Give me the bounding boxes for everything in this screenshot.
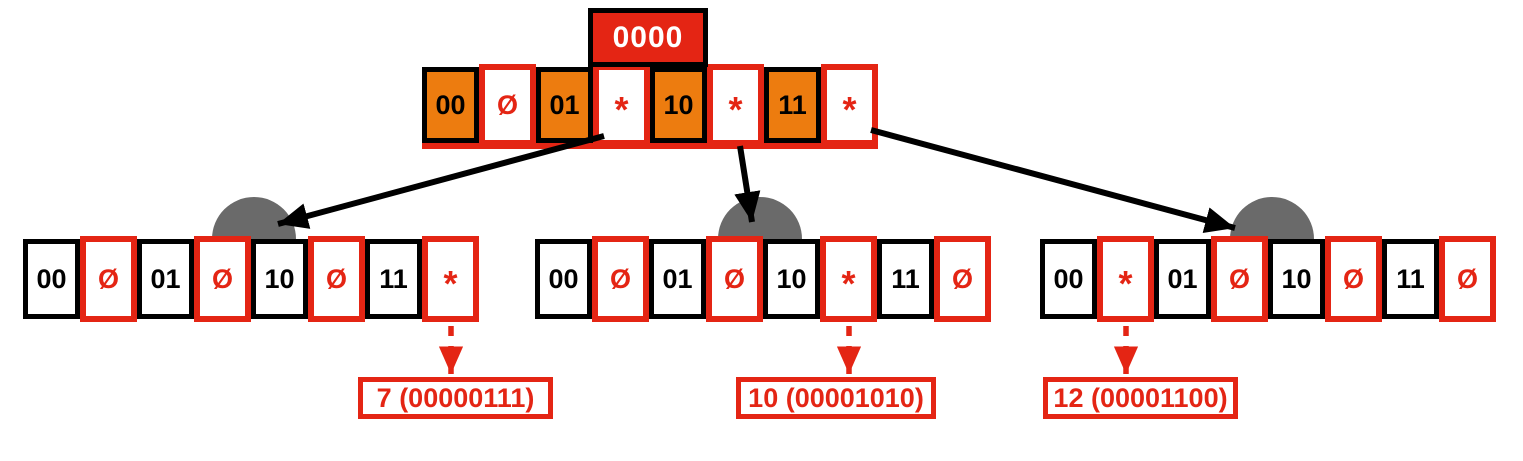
cell-pointer: * <box>820 236 877 322</box>
root-key-box: 0000 <box>588 8 708 67</box>
child-pointer-arrow-right <box>870 127 1236 233</box>
node-entry-arc <box>212 197 296 239</box>
cell-key: 10 <box>763 239 820 319</box>
cell-key: 00 <box>422 67 479 143</box>
cell-key: 01 <box>649 239 706 319</box>
leaf-value-box: 12 (00001100) <box>1043 377 1238 419</box>
cell-key: 01 <box>536 67 593 143</box>
node-entry-arc <box>718 197 802 239</box>
cell-key: 10 <box>251 239 308 319</box>
cell-key: 11 <box>764 67 821 143</box>
cell-empty: Ø <box>194 236 251 322</box>
cell-empty: Ø <box>1211 236 1268 322</box>
cell-empty: Ø <box>1439 236 1496 322</box>
cell-pointer: * <box>1097 236 1154 322</box>
cell-empty: Ø <box>706 236 763 322</box>
child-node-left: 00 Ø 01 Ø 10 Ø 11 * <box>23 236 479 322</box>
cell-key: 01 <box>137 239 194 319</box>
cell-empty: Ø <box>479 64 536 146</box>
cell-pointer: * <box>593 64 650 146</box>
leaf-value-box: 10 (00001010) <box>736 377 936 419</box>
cell-key: 10 <box>650 67 707 143</box>
cell-empty: Ø <box>1325 236 1382 322</box>
cell-key: 11 <box>1382 239 1439 319</box>
cell-pointer: * <box>422 236 479 322</box>
leaf-value-label: 12 (00001100) <box>1053 382 1228 413</box>
root-key-label: 0000 <box>612 20 684 54</box>
cell-empty: Ø <box>592 236 649 322</box>
cell-key: 01 <box>1154 239 1211 319</box>
cell-key: 00 <box>1040 239 1097 319</box>
child-pointer-arrow-left <box>277 133 605 229</box>
cell-key: 10 <box>1268 239 1325 319</box>
cell-empty: Ø <box>308 236 365 322</box>
node-entry-arc <box>1230 197 1314 239</box>
leaf-value-box: 7 (00000111) <box>358 377 553 419</box>
child-node-middle: 00 Ø 01 Ø 10 * 11 Ø <box>535 236 991 322</box>
cell-key: 11 <box>877 239 934 319</box>
cell-empty: Ø <box>80 236 137 322</box>
cell-key: 11 <box>365 239 422 319</box>
cell-pointer: * <box>707 64 764 146</box>
leaf-value-label: 10 (00001010) <box>748 382 924 413</box>
cell-pointer: * <box>821 64 878 146</box>
cell-key: 00 <box>23 239 80 319</box>
cell-key: 00 <box>535 239 592 319</box>
root-node: 00 Ø 01 * 10 * 11 * <box>422 64 878 149</box>
child-node-right: 00 * 01 Ø 10 Ø 11 Ø <box>1040 236 1496 322</box>
cell-empty: Ø <box>934 236 991 322</box>
leaf-value-label: 7 (00000111) <box>376 382 535 413</box>
